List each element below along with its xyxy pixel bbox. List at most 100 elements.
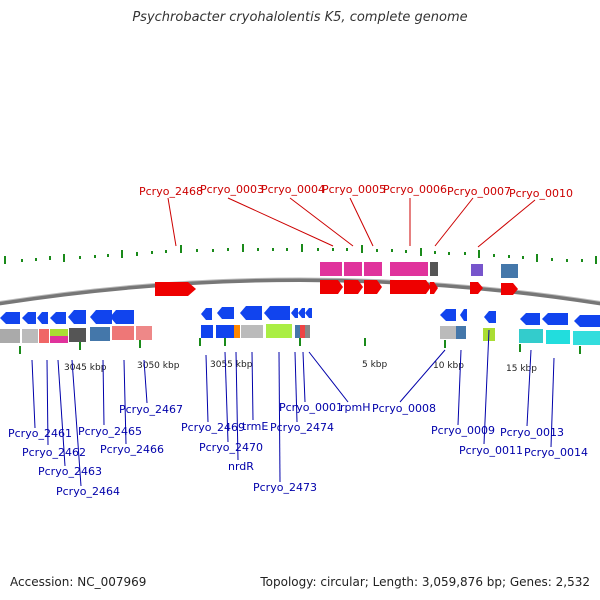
scale-label: 3055 kbp [210,360,253,370]
gene-box [390,262,428,276]
upper-tick-row [4,244,597,264]
gene-label: nrdR [228,460,254,473]
scale-label: 3045 kbp [64,363,107,373]
gene-arrow [460,309,467,321]
gene-box [50,336,68,343]
gene-arrow [364,280,382,294]
gene-box [201,325,213,338]
gene-label: Pcryo_0009 [431,424,495,437]
scale-label: 15 kbp [506,364,537,374]
scale-label: 3050 kbp [137,361,180,371]
gene-box [300,325,305,338]
gene-label: Pcryo_0001 [279,401,343,414]
gene-box [519,329,543,343]
gene-label: Pcryo_0004 [261,183,325,196]
gene-label: Pcryo_0005 [322,183,386,196]
gene-label: Pcryo_2468 [139,185,203,198]
gene-label: trmE [242,420,268,433]
gene-label: rpmH [340,401,371,414]
gene-arrow [520,313,540,325]
gene-label: Pcryo_0010 [509,187,573,200]
gene-label: Pcryo_0014 [524,446,588,459]
lower-labels: Pcryo_2461 Pcryo_2462 Pcryo_2463 Pcryo_2… [8,401,588,498]
gene-box [216,325,234,338]
gene-arrow [440,309,456,321]
gene-arrow [501,283,518,295]
gene-arrow [50,312,66,324]
gene-label: Pcryo_2470 [199,441,263,454]
genome-summary: Topology: circular; Length: 3,059,876 bp… [260,575,590,589]
scale-label: 10 kbp [433,361,464,371]
gene-box [344,262,362,276]
gene-box [501,264,518,278]
gene-arrow [0,312,20,324]
genome-title: Psychrobacter cryohalolentis K5, complet… [132,10,468,25]
gene-arrow [320,280,343,294]
gene-label: Pcryo_2473 [253,481,317,494]
gene-arrow [90,310,112,324]
gene-box [430,262,438,276]
gene-box [573,331,600,345]
gene-label: Pcryo_0008 [372,402,436,415]
gene-arrow [264,306,290,320]
gene-box [0,329,20,343]
gene-box [90,327,110,341]
gene-arrow [217,307,234,319]
gene-label: Pcryo_2463 [38,465,102,478]
genome-backbone-highlight [0,277,600,302]
upper-labels: Pcryo_2468 Pcryo_0003 Pcryo_0004 Pcryo_0… [139,183,573,200]
gene-label: Pcryo_2474 [270,421,334,434]
gene-label: Pcryo_0011 [459,444,523,457]
scale-label: 5 kbp [362,360,388,370]
gene-label: Pcryo_0003 [200,183,264,196]
accession-text: Accession: NC_007969 [10,575,147,589]
gene-box [320,262,342,276]
gene-arrow [344,280,363,294]
scale-labels: 3045 kbp 3050 kbp 3055 kbp 5 kbp 10 kbp … [64,360,537,374]
lower-arrow-track [0,306,600,327]
gene-label: Pcryo_2466 [100,443,164,456]
gene-box [136,326,152,340]
gene-box [364,262,382,276]
gene-box [112,326,134,340]
gene-label: Pcryo_2462 [22,446,86,459]
genome-backbone [0,278,600,306]
gene-box [241,325,263,338]
gene-box [266,324,292,338]
gene-label: Pcryo_0007 [447,185,511,198]
gene-arrow [305,308,312,318]
gene-label: Pcryo_2469 [181,421,245,434]
gene-arrow [430,282,438,294]
gene-arrow [390,280,431,294]
gene-arrow [470,282,483,294]
gene-box [69,328,86,342]
gene-arrow [155,282,196,296]
gene-box [546,330,570,344]
gene-arrow [574,315,600,327]
gene-box [234,325,240,338]
gene-arrow [37,312,48,324]
gene-arrow [291,308,298,318]
lower-leaders [31,329,555,487]
gene-arrow [298,308,305,318]
gene-label: Pcryo_2464 [56,485,120,498]
gene-box [39,329,49,343]
gene-box [471,264,483,276]
gene-arrow [240,306,262,320]
gene-box [22,329,38,343]
gene-label: Pcryo_0006 [383,183,447,196]
gene-arrow [201,308,212,320]
gene-label: Pcryo_0013 [500,426,564,439]
upper-feature-track [155,262,518,296]
gene-label: Pcryo_2461 [8,427,72,440]
gene-box [440,326,456,339]
lower-feature-track [0,324,600,345]
gene-arrow [484,311,496,323]
gene-arrow [22,312,36,324]
gene-label: Pcryo_2465 [78,425,142,438]
gene-box [305,325,310,338]
gene-arrow [110,310,134,324]
gene-label: Pcryo_2467 [119,403,183,416]
gene-box [456,326,466,339]
